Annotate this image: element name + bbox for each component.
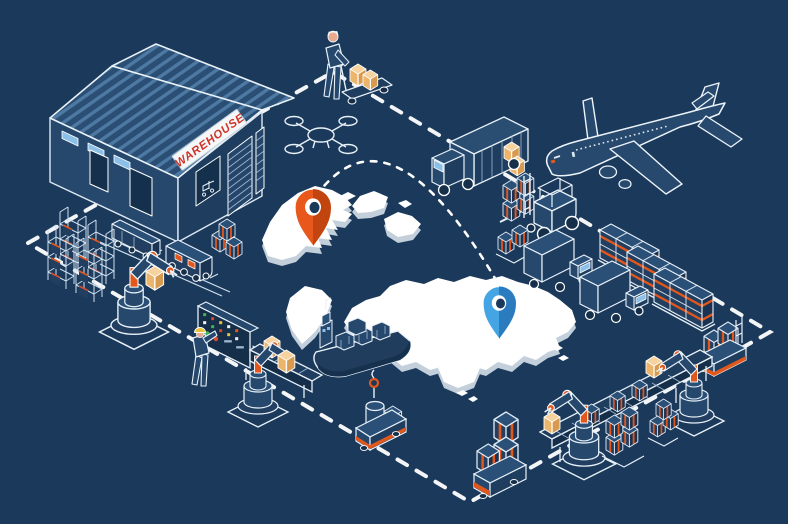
warehouse-roller-door xyxy=(227,126,265,217)
plane-far-tailplane xyxy=(691,91,715,110)
plane-engine xyxy=(598,165,618,179)
semi-truck-a xyxy=(523,229,593,293)
map-australia xyxy=(438,358,480,388)
agv-beacon xyxy=(354,369,408,452)
cargo-ship xyxy=(313,297,412,378)
warehouse-side-door xyxy=(129,167,153,217)
warehouse-side-door xyxy=(89,149,109,193)
forklift-pictogram-panel xyxy=(195,155,221,207)
semi-trucks xyxy=(523,229,649,324)
perimeter-route-dashed xyxy=(23,69,774,505)
freight-train xyxy=(99,219,231,297)
pallet-stacks xyxy=(601,398,680,468)
hard-hat xyxy=(194,327,206,333)
worker xyxy=(323,30,350,100)
semi-truck-b xyxy=(579,260,649,324)
plane-near-wing xyxy=(609,140,683,195)
ship-bridge xyxy=(319,297,333,349)
train-wagon xyxy=(111,219,161,260)
worker-hand-truck xyxy=(323,30,393,105)
map-europe-isles xyxy=(384,212,421,237)
map-south-america xyxy=(286,286,332,344)
console-operator xyxy=(191,327,218,387)
plane-engine xyxy=(618,179,632,190)
ship-containers xyxy=(335,317,391,351)
destination-pin xyxy=(482,285,517,341)
plane-near-tailplane xyxy=(697,115,743,148)
map-greenland xyxy=(352,191,388,213)
agv-crates xyxy=(472,410,528,499)
cargo-plane xyxy=(545,82,743,195)
warehouse: WAREHOUSE xyxy=(49,43,295,243)
shipping-route-arc xyxy=(314,159,502,289)
box-truck xyxy=(431,116,529,197)
origin-pin xyxy=(294,188,332,247)
forklift xyxy=(499,172,580,242)
plane-fuselage xyxy=(545,102,726,177)
pallet-stack-near-forklift xyxy=(495,224,529,264)
delivery-drone xyxy=(284,115,358,155)
warehouse-windows xyxy=(61,130,131,171)
plane-windows xyxy=(575,125,669,151)
